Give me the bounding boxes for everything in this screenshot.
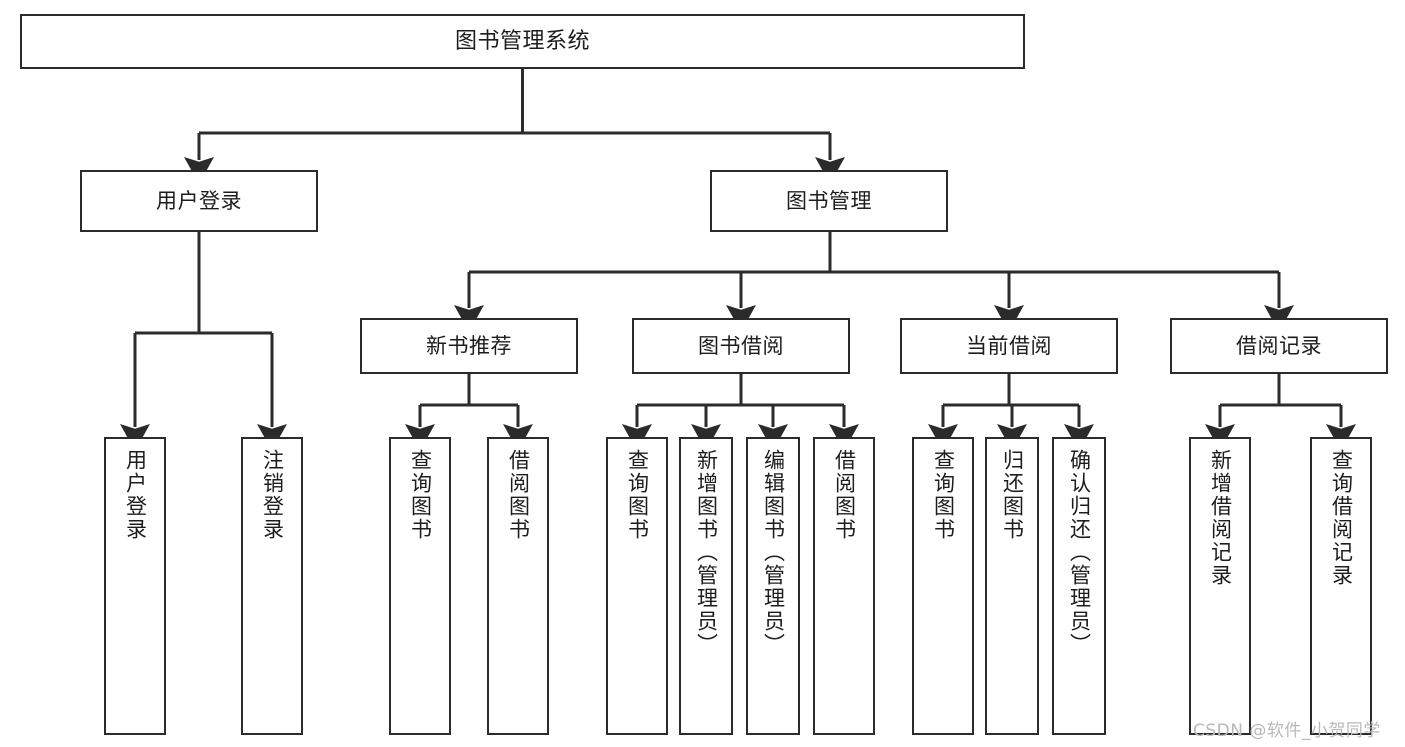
leaf-borrow-book-new[interactable]: 借阅图书 [487,437,549,735]
leaf-borrow-book-label: 借阅图书 [832,449,857,541]
node-current-borrow[interactable]: 当前借阅 [900,318,1118,374]
node-root[interactable]: 图书管理系统 [20,14,1025,69]
node-current-borrow-label: 当前借阅 [966,333,1052,358]
node-book-manage[interactable]: 图书管理 [710,170,948,232]
csdn-watermark: CSDN @软件_小贺同学 [1193,721,1381,741]
leaf-query-book-new-label: 查询图书 [408,449,433,541]
leaf-query-borrow-record[interactable]: 查询借阅记录 [1310,437,1372,735]
node-book-borrow[interactable]: 图书借阅 [632,318,850,374]
leaf-add-book-admin[interactable]: 新增图书（管理员） [679,437,733,735]
leaf-query-book-current-label: 查询图书 [931,449,956,541]
leaf-query-book-current[interactable]: 查询图书 [912,437,974,735]
leaf-add-borrow-record-label: 新增借阅记录 [1208,449,1233,587]
leaf-edit-book-admin[interactable]: 编辑图书（管理员） [746,437,800,735]
leaf-query-borrow-record-label: 查询借阅记录 [1329,449,1354,587]
node-user-login-label: 用户登录 [156,188,242,213]
leaf-return-book-label: 归还图书 [1000,449,1025,541]
leaf-user-login[interactable]: 用户登录 [104,437,166,735]
leaf-query-book-new[interactable]: 查询图书 [389,437,451,735]
leaf-logout-label: 注销登录 [260,449,285,541]
leaf-query-book-label: 查询图书 [625,449,650,541]
node-root-label: 图书管理系统 [454,28,590,54]
node-borrow-record[interactable]: 借阅记录 [1170,318,1388,374]
leaf-confirm-return-admin[interactable]: 确认归还（管理员） [1052,437,1106,735]
node-new-book-recommend-label: 新书推荐 [426,333,512,358]
leaf-add-borrow-record[interactable]: 新增借阅记录 [1189,437,1251,735]
leaf-borrow-book[interactable]: 借阅图书 [813,437,875,735]
leaf-logout[interactable]: 注销登录 [241,437,303,735]
node-user-login[interactable]: 用户登录 [80,170,318,232]
node-book-borrow-label: 图书借阅 [698,333,784,358]
leaf-add-book-admin-label: 新增图书（管理员） [694,449,719,656]
node-borrow-record-label: 借阅记录 [1236,333,1322,358]
node-book-manage-label: 图书管理 [786,188,872,213]
leaf-query-book[interactable]: 查询图书 [606,437,668,735]
leaf-return-book[interactable]: 归还图书 [985,437,1039,735]
leaf-confirm-return-admin-label: 确认归还（管理员） [1067,449,1092,656]
leaf-borrow-book-new-label: 借阅图书 [506,449,531,541]
leaf-edit-book-admin-label: 编辑图书（管理员） [761,449,786,656]
node-new-book-recommend[interactable]: 新书推荐 [360,318,578,374]
leaf-user-login-label: 用户登录 [123,449,148,541]
